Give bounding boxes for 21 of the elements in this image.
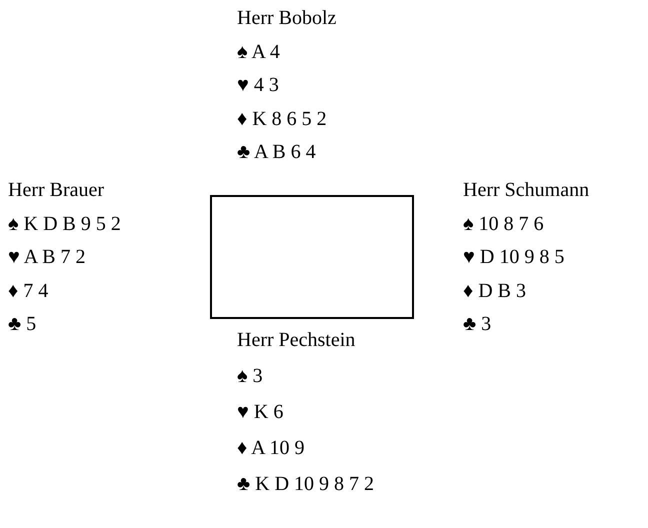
card-holding: ♣ 3 [463,312,492,336]
card-holding: ♥ D 10 9 8 5 [463,245,564,269]
table-box [210,195,414,319]
card-holding: ♣ 5 [8,312,36,336]
card-holding: ♥ K 6 [237,400,284,424]
player-name: Herr Bobolz [237,6,336,30]
card-holding: ♦ K 8 6 5 2 [237,106,327,130]
card-holding: ♠ 10 8 7 6 [463,212,544,236]
card-holding: ♥ A B 7 2 [8,245,86,269]
player-name: Herr Schumann [463,178,590,202]
card-holding: ♦ A 10 9 [237,436,304,460]
card-holding: ♣ A B 6 4 [237,140,316,164]
player-name: Herr Pechstein [237,328,356,352]
card-holding: ♦ D B 3 [463,278,526,302]
card-holding: ♦ 7 4 [8,278,48,302]
card-holding: ♠ A 4 [237,40,280,64]
card-holding: ♠ K D B 9 5 2 [8,212,121,236]
card-holding: ♥ 4 3 [237,73,279,97]
card-holding: ♣ K D 10 9 8 7 2 [237,472,374,496]
card-holding: ♠ 3 [237,364,263,388]
player-name: Herr Brauer [8,178,104,202]
